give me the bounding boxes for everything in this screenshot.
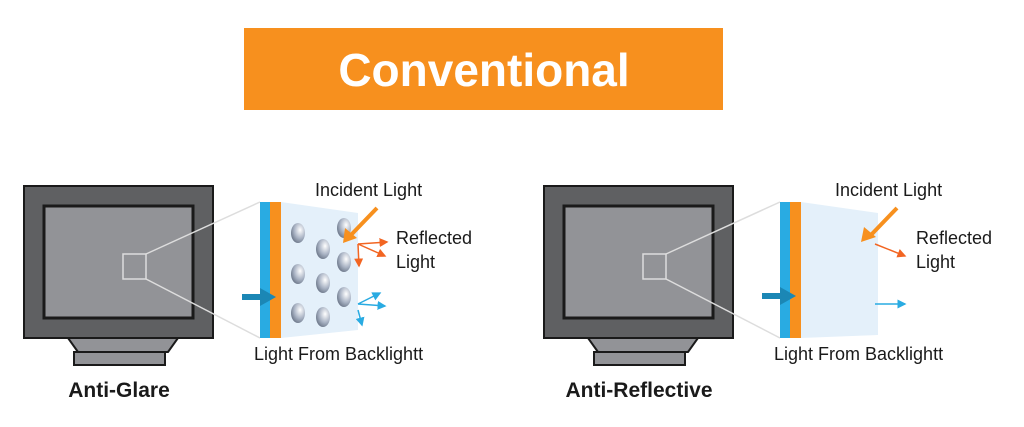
reflected-light-label: Reflected: [396, 228, 472, 248]
title-banner: Conventional: [244, 28, 723, 110]
anti-reflective-panel: Incident Light Reflected Light Light Fro…: [543, 180, 992, 402]
monitor-icon: [543, 185, 781, 366]
screen-layers: [762, 202, 907, 338]
incident-arrow-icon: [343, 228, 357, 243]
incident-arrow-icon: [861, 227, 876, 242]
title: Conventional: [338, 44, 629, 96]
reflected-arrows-icon: [354, 238, 389, 268]
backlight-arrow-icon: [780, 287, 796, 305]
reflected-light-label: Reflected: [916, 228, 992, 248]
anti-glare-panel: Incident Light Reflected Light Light Fro…: [23, 180, 472, 402]
screen-layers: [242, 202, 389, 338]
monitor-icon: [23, 185, 261, 366]
backlight-label: Light From Backlightt: [774, 344, 943, 364]
incident-light-label: Incident Light: [315, 180, 422, 200]
reflected-arrow-icon: [874, 243, 907, 258]
backlight-label: Light From Backlightt: [254, 344, 423, 364]
incident-light-label: Incident Light: [835, 180, 942, 200]
backlight-arrow-icon: [260, 288, 276, 306]
reflected-light-label-2: Light: [396, 252, 435, 272]
reflected-light-label-2: Light: [916, 252, 955, 272]
anti-reflective-caption: Anti-Reflective: [565, 379, 712, 402]
transmitted-arrows-icon: [355, 292, 387, 327]
anti-glare-caption: Anti-Glare: [68, 379, 170, 402]
